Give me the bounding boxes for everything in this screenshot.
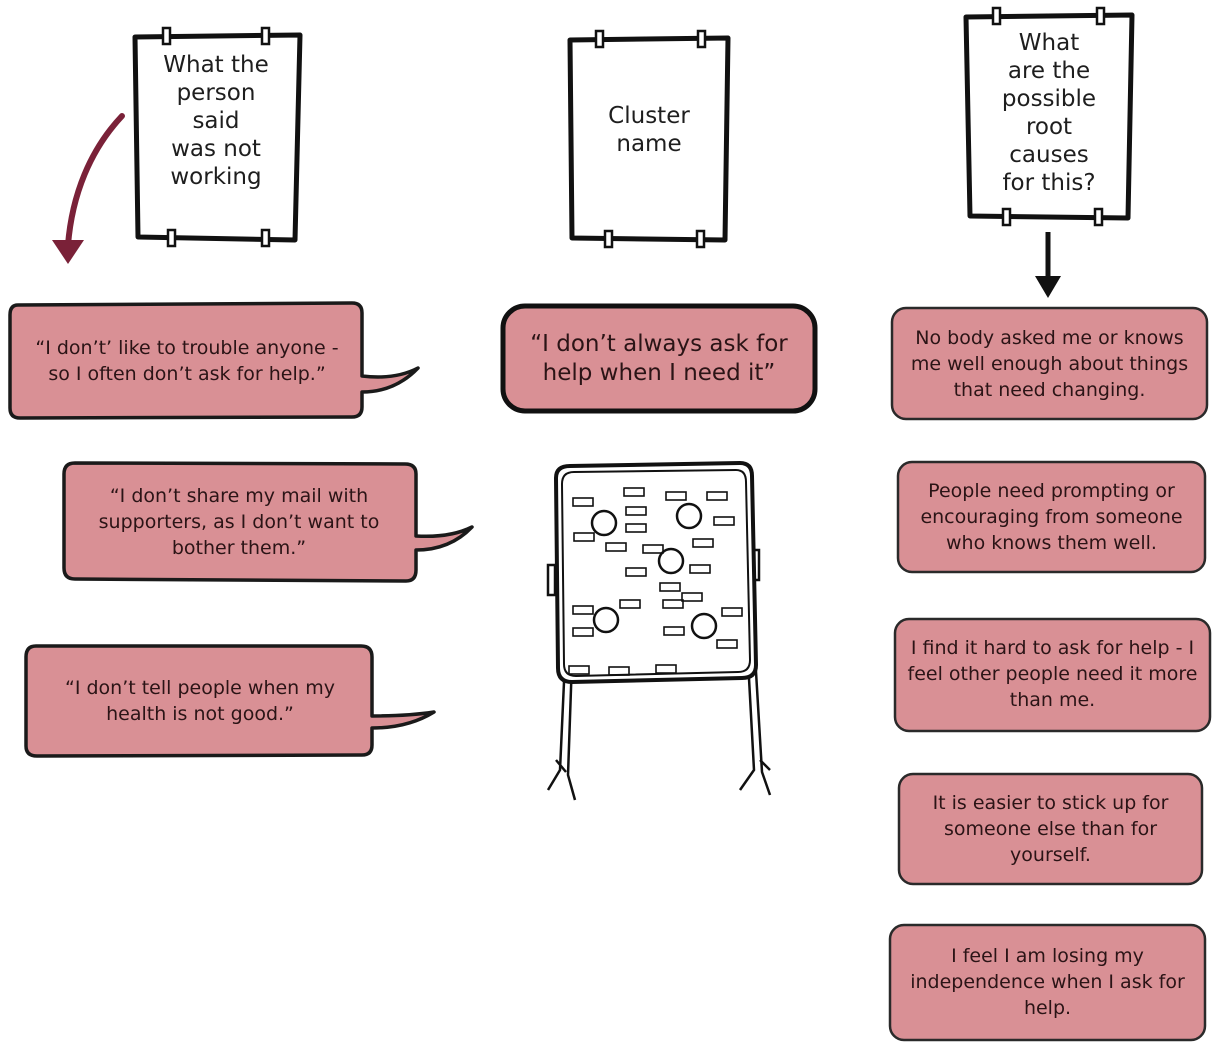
root-cause-box-4 <box>897 772 1204 886</box>
header-card-left <box>132 26 303 248</box>
root-cause-2-text: People need prompting or encouraging fro… <box>920 480 1183 554</box>
root-cause-box-2 <box>896 460 1207 574</box>
header-right-line: are the <box>1007 58 1091 84</box>
header-right-text: What are the possible root causes for th… <box>972 27 1126 199</box>
root-cause-4-text: It is easier to stick up for someone els… <box>932 792 1169 866</box>
root-cause-box-1 <box>890 306 1209 421</box>
root-cause-box-3 <box>893 617 1212 733</box>
quote-3-text: “I don’t tell people when my health is n… <box>64 677 336 725</box>
root-cause-5-text: I feel I am losing my independence when … <box>910 945 1185 1019</box>
header-right-line: for this? <box>1002 170 1096 196</box>
header-left-line: working <box>170 164 262 190</box>
header-card-right <box>963 6 1135 227</box>
header-right-line: causes <box>1009 142 1089 168</box>
header-middle-line: Cluster <box>608 103 690 129</box>
header-right-line: What <box>1018 30 1080 56</box>
speech-bubble-2 <box>62 461 474 583</box>
header-card-middle <box>567 29 731 249</box>
header-left-line: said <box>192 108 240 134</box>
header-middle-text: Cluster name <box>575 100 723 160</box>
header-left-line: What the <box>163 52 269 78</box>
root-cause-3-text: I find it hard to ask for help - I feel … <box>907 637 1198 711</box>
header-right-line: possible <box>1001 86 1097 112</box>
cluster-name-text: “I don’t always ask for help when I need… <box>530 331 788 386</box>
header-middle-line: name <box>616 131 682 157</box>
quote-2-text: “I don’t share my mail with supporters, … <box>98 485 380 559</box>
header-left-line: person <box>176 80 256 106</box>
arrow-left-curved <box>52 113 125 264</box>
arrow-right-down <box>1035 232 1061 298</box>
root-cause-box-5 <box>888 923 1207 1042</box>
speech-bubble-1 <box>8 301 420 420</box>
cluster-name-box <box>500 303 818 414</box>
header-right-line: root <box>1025 114 1073 140</box>
header-left-text: What the person said was not working <box>140 46 292 196</box>
header-left-line: was not <box>171 136 261 162</box>
quote-1-text: “I don’t’ like to trouble anyone - so I … <box>35 337 339 385</box>
root-cause-1-text: No body asked me or knows me well enough… <box>910 327 1189 401</box>
speech-bubble-3 <box>24 644 436 758</box>
flipchart-board-icon <box>546 460 772 801</box>
